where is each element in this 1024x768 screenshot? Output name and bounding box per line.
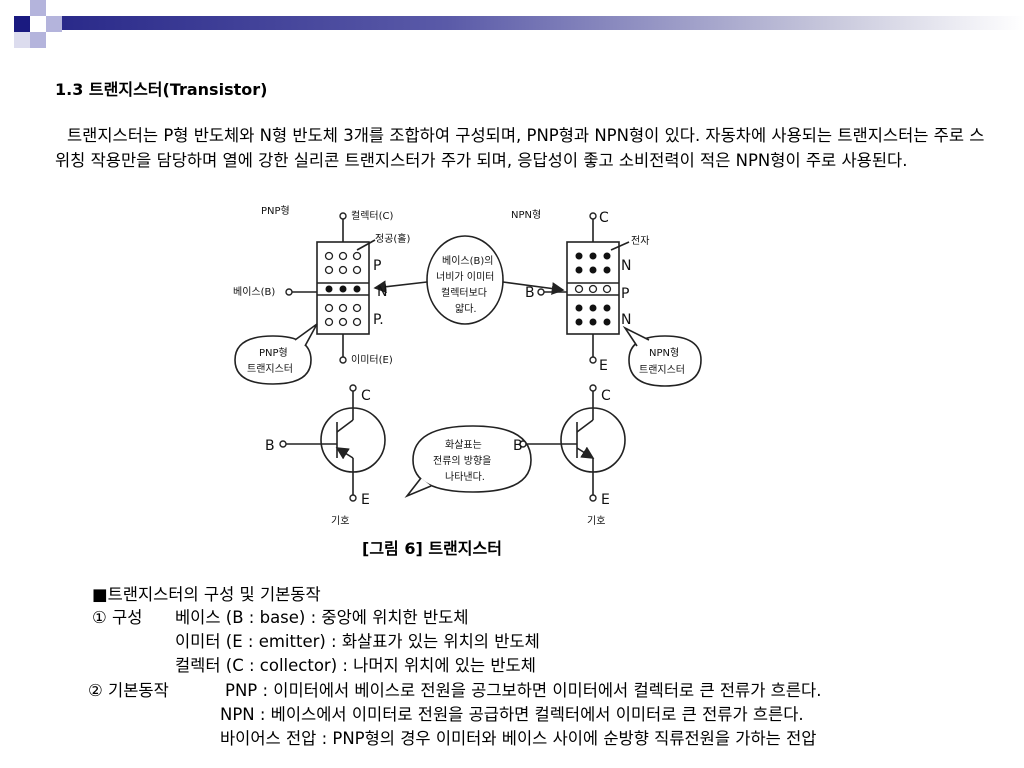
npn-title: NPN형	[511, 209, 541, 221]
npn-c-label: C	[599, 210, 609, 226]
hole-label: 정공(홀)	[375, 232, 411, 245]
item2-line1: PNP : 이미터에서 베이스로 전원을 공그보하면 이미터에서 컬렉터로 큰 …	[225, 681, 822, 700]
arrow-bubble-line3: 나타낸다.	[445, 471, 485, 483]
transistor-figure: PNP형 NPN형 컬렉터(C) 정공(홀) 베이스(B) 이미터(E) 전자 …	[225, 200, 725, 534]
npn-e-label: E	[599, 358, 608, 374]
arrow-bubble-line1: 화살표는	[445, 439, 482, 451]
pnp-holes	[324, 251, 362, 327]
pnp-symbol-label: 기호	[331, 515, 349, 527]
center-bubble-line2: 너비가 이미터	[436, 271, 494, 283]
center-bubble-line4: 얇다.	[455, 302, 477, 315]
pnp-p-top: P	[373, 258, 381, 274]
npn-sym-e: E	[601, 492, 610, 508]
pnp-p-bottom: P.	[373, 312, 384, 328]
deco-square-pale	[14, 32, 30, 48]
section-heading: 1.3 트랜지스터(Transistor)	[55, 80, 268, 99]
pnp-bubble-line1: PNP형	[259, 347, 288, 359]
figure-caption: [그림 6] 트랜지스터	[362, 539, 502, 558]
pnp-base-label: 베이스(B)	[233, 286, 275, 298]
npn-bubble-line1: NPN형	[649, 347, 679, 359]
npn-bubble-line2: 트랜지스터	[639, 364, 685, 376]
item2-line3: 바이어스 전압 : PNP형의 경우 이미터와 베이스 사이에 순방향 직류전원…	[220, 729, 817, 748]
list-header: ■트랜지스터의 구성 및 기본동작	[92, 585, 321, 604]
arrow-bubble-line2: 전류의 방향을	[433, 455, 491, 467]
center-bubble	[426, 235, 504, 325]
pnp-n-mid: N	[377, 284, 387, 300]
item1-line2: 이미터 (E : emitter) : 화살표가 있는 위치의 반도체	[175, 632, 540, 651]
item2-label: ② 기본동작	[88, 681, 169, 700]
npn-sym-c: C	[601, 388, 611, 404]
item1-line1: 베이스 (B : base) : 중앙에 위치한 반도체	[175, 608, 469, 627]
item1-line3: 컬렉터 (C : collector) : 나머지 위치에 있는 반도체	[175, 656, 536, 675]
npn-n-bottom: N	[621, 312, 631, 328]
item2-line2: NPN : 베이스에서 이미터로 전원을 공급하면 컬렉터에서 이미터로 큰 전…	[220, 705, 804, 724]
pnp-sym-c: C	[361, 388, 371, 404]
item1-label: ① 구성	[92, 608, 143, 627]
deco-square-navy	[14, 16, 30, 32]
deco-square-light	[46, 16, 62, 32]
npn-b-label: B	[525, 285, 535, 301]
pnp-emitter-label: 이미터(E)	[351, 354, 393, 366]
pnp-title: PNP형	[261, 205, 290, 217]
npn-n-top: N	[621, 258, 631, 274]
intro-paragraph: 트랜지스터는 P형 반도체와 N형 반도체 3개를 조합하여 구성되며, PNP…	[55, 126, 985, 170]
center-bubble-line1: 베이스(B)의	[442, 255, 493, 267]
center-bubble-line3: 컬렉터보다	[441, 286, 487, 299]
pnp-bubble-line2: 트랜지스터	[247, 363, 293, 375]
pnp-sym-e: E	[361, 492, 370, 508]
pnp-collector-label: 컬렉터(C)	[351, 209, 393, 222]
npn-p-mid: P	[621, 286, 629, 302]
deco-square-light	[30, 0, 46, 16]
transistor-diagram: PNP형 NPN형 컬렉터(C) 정공(홀) 베이스(B) 이미터(E) 전자 …	[233, 205, 702, 527]
electron-label: 전자	[631, 235, 649, 247]
pnp-sym-b: B	[265, 438, 275, 454]
header-gradient-bar	[62, 16, 1024, 30]
npn-sym-b: B	[513, 438, 523, 454]
deco-square-light	[30, 32, 46, 48]
npn-symbol-label: 기호	[587, 515, 605, 527]
